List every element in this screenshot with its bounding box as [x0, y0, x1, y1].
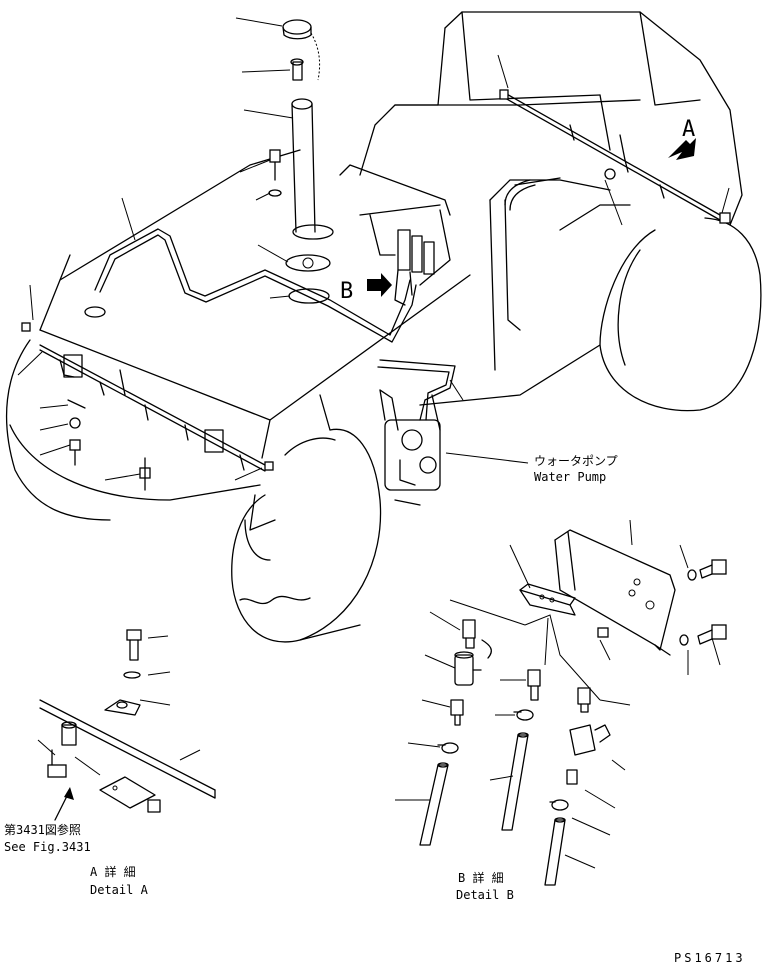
- label-see-fig-jp: 第3431図参照: [4, 822, 81, 837]
- label-arrow-a: A: [682, 117, 695, 142]
- arrow-b-marker: [367, 273, 392, 297]
- front-roller-drum: [6, 339, 382, 643]
- label-detail-a-en: Detail A: [90, 883, 149, 897]
- tank-valves: [369, 209, 451, 306]
- label-detail-b-en: Detail B: [456, 888, 514, 902]
- filler-cap: [282, 19, 321, 81]
- main-leader-lines: [17, 17, 730, 481]
- fuel-tank: [39, 149, 471, 459]
- detail-b-bolts: [679, 559, 727, 646]
- label-see-fig-en: See Fig.3431: [4, 840, 91, 854]
- water-piping: [84, 177, 561, 431]
- detail-a-leaders: [37, 635, 201, 821]
- label-arrow-b: B: [340, 279, 353, 304]
- detail-a-drawing: [39, 629, 216, 813]
- label-water-pump-jp: ウォータポンプ: [534, 454, 618, 468]
- detail-b-leaders: [395, 519, 721, 869]
- label-drawing-number: PS16713: [674, 951, 746, 965]
- label-detail-b-jp: B 詳 細: [458, 870, 504, 885]
- front-spray-pipe: [21, 322, 274, 472]
- detail-b-bracket: [519, 529, 676, 656]
- rear-roller-drum: [419, 217, 762, 412]
- label-water-pump-en: Water Pump: [534, 470, 606, 484]
- label-detail-a-jp: A 詳 細: [90, 864, 136, 879]
- rear-spray-pipe: [499, 89, 731, 224]
- rear-engine-hood: [359, 11, 743, 371]
- filler-pipe: [285, 98, 334, 304]
- water-pump-assembly: [379, 389, 441, 506]
- arrow-a-marker: [668, 138, 696, 160]
- detail-b-fittings: [419, 619, 611, 886]
- tank-mounting-bolts: [67, 149, 282, 491]
- filler-strainer: [290, 58, 304, 81]
